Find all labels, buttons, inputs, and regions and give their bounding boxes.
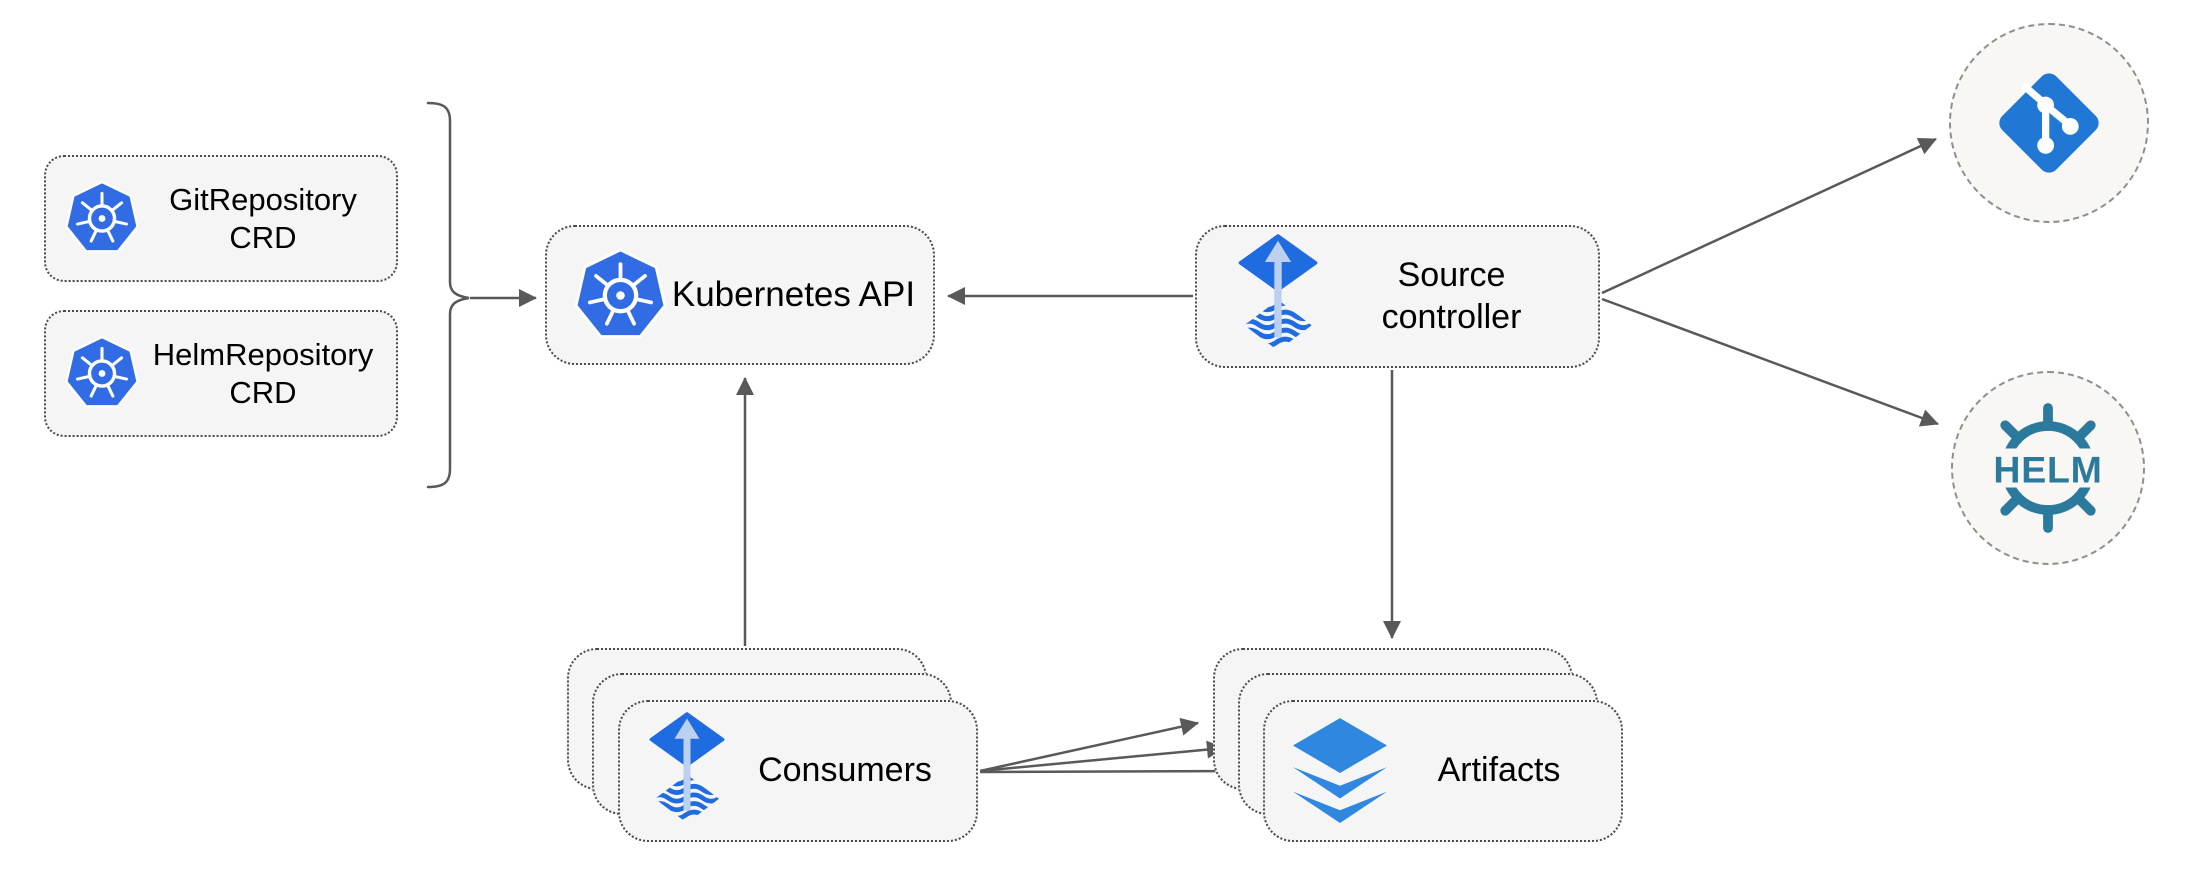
node-label: GitRepository CRD: [140, 181, 386, 257]
edge-consumers-to-artifacts-1: [979, 717, 1199, 773]
node-label: Kubernetes API: [671, 274, 916, 314]
node-helm-endpoint: HELM: [1951, 371, 2145, 565]
git-icon: [1993, 67, 2105, 179]
node-label: HelmRepository CRD: [140, 336, 386, 412]
node-label-line1: HelmRepository: [152, 336, 374, 372]
edge-consumers-to-artifacts-2: [979, 740, 1225, 773]
flux-icon: [648, 711, 726, 831]
flux-icon: [1237, 234, 1319, 359]
node-label-line2: controller: [1381, 297, 1522, 336]
node-git-endpoint: [1949, 23, 2149, 223]
edge-source-controller-to-git: [1601, 137, 1937, 295]
node-label: Consumers: [758, 751, 932, 790]
node-label-line1: Source: [1397, 256, 1506, 295]
node-kubernetes-api: Kubernetes API: [545, 225, 935, 365]
node-artifacts: Artifacts: [1263, 700, 1623, 842]
helm-wordmark: HELM: [1993, 448, 2102, 490]
crds-brace: [426, 101, 470, 489]
kubernetes-icon: [64, 334, 140, 413]
node-label: Source controller: [1319, 255, 1584, 338]
layers-icon: [1291, 716, 1389, 826]
edge-consumers-to-artifacts-3: [979, 762, 1250, 781]
edge-source-controller-to-helm: [1601, 297, 1939, 427]
kubernetes-icon: [64, 179, 140, 258]
helm-icon: HELM: [1973, 393, 2123, 543]
node-label-line2: CRD: [229, 374, 297, 410]
node-source-controller: Source controller: [1195, 225, 1600, 368]
node-helmrepository-crd: HelmRepository CRD: [44, 310, 398, 437]
node-consumers: Consumers: [618, 700, 978, 842]
node-label-line1: GitRepository: [169, 181, 357, 217]
node-label-line2: CRD: [229, 219, 297, 255]
node-label: Artifacts: [1437, 751, 1561, 790]
kubernetes-icon: [573, 246, 668, 345]
node-gitrepository-crd: GitRepository CRD: [44, 155, 398, 282]
